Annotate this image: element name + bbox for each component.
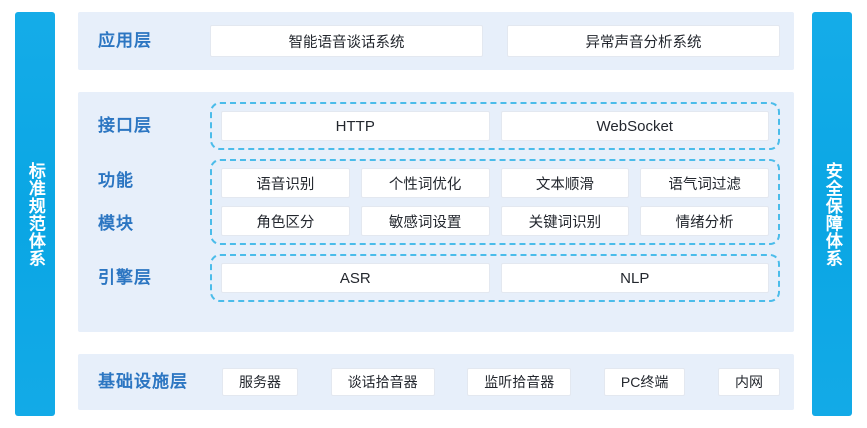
right-vertical-bar-label: 安全保障体系 <box>822 161 842 267</box>
function-module-block: 功能 模块 语音识别 个性词优化 文本顺滑 语气词过滤 角色区分 敏感词设置 关… <box>98 159 780 245</box>
application-item-smart-voice-interview-system[interactable]: 智能语音谈话系统 <box>210 25 483 57</box>
infrastructure-layer-items: 服务器 谈话拾音器 监听拾音器 PC终端 内网 <box>222 368 780 396</box>
function-module-label-line2: 模块 <box>98 214 134 233</box>
interface-item-http[interactable]: HTTP <box>221 111 490 141</box>
infrastructure-layer-row: 基础设施层 服务器 谈话拾音器 监听拾音器 PC终端 内网 <box>78 354 794 410</box>
function-item-speech-recognition[interactable]: 语音识别 <box>221 168 350 198</box>
engine-item-nlp[interactable]: NLP <box>500 263 769 293</box>
function-item-role-differentiation[interactable]: 角色区分 <box>221 206 350 236</box>
function-item-emotion-analysis[interactable]: 情绪分析 <box>640 206 769 236</box>
interface-item-websocket[interactable]: WebSocket <box>500 111 769 141</box>
infrastructure-item-interview-microphone[interactable]: 谈话拾音器 <box>330 368 435 396</box>
engine-layer-block: 引擎层 ASR NLP <box>98 254 780 302</box>
function-module-label-line1: 功能 <box>98 170 134 190</box>
platform-layer-grid: 接口层 HTTP WebSocket 功能 模块 语音识别 <box>78 92 794 332</box>
function-module-row-2: 角色区分 敏感词设置 关键词识别 情绪分析 <box>221 206 769 236</box>
application-layer-row: 应用层 智能语音谈话系统 异常声音分析系统 <box>78 12 794 70</box>
platform-layer-panel: 接口层 HTTP WebSocket 功能 模块 语音识别 <box>78 92 794 332</box>
infrastructure-item-monitoring-microphone[interactable]: 监听拾音器 <box>467 368 572 396</box>
function-item-sensitive-word-setting[interactable]: 敏感词设置 <box>360 206 490 236</box>
engine-layer-row: ASR NLP <box>221 263 769 293</box>
interface-layer-label: 接口层 <box>98 116 152 136</box>
left-vertical-bar-label: 标准规范体系 <box>25 161 45 267</box>
function-item-personalized-word-optimization[interactable]: 个性词优化 <box>360 168 490 198</box>
interface-layer-row: HTTP WebSocket <box>221 111 769 141</box>
interface-layer-dashed-container: HTTP WebSocket <box>210 102 780 150</box>
infrastructure-layer-panel: 基础设施层 服务器 谈话拾音器 监听拾音器 PC终端 内网 <box>78 354 794 410</box>
interface-layer-label-column: 接口层 <box>98 115 210 136</box>
infrastructure-item-pc-terminal[interactable]: PC终端 <box>603 368 686 396</box>
left-vertical-bar-standard-system: 标准规范体系 <box>15 12 55 416</box>
infrastructure-item-intranet[interactable]: 内网 <box>717 368 780 396</box>
interface-layer-block: 接口层 HTTP WebSocket <box>98 102 780 150</box>
application-layer-panel: 应用层 智能语音谈话系统 异常声音分析系统 <box>78 12 794 70</box>
right-vertical-bar-security-system: 安全保障体系 <box>812 12 852 416</box>
function-item-text-smoothing[interactable]: 文本顺滑 <box>500 168 630 198</box>
function-module-row-1: 语音识别 个性词优化 文本顺滑 语气词过滤 <box>221 168 769 198</box>
application-item-abnormal-sound-analysis-system[interactable]: 异常声音分析系统 <box>507 25 780 57</box>
engine-layer-dashed-container: ASR NLP <box>210 254 780 302</box>
application-layer-label: 应用层 <box>98 31 152 51</box>
engine-layer-label: 引擎层 <box>98 268 152 288</box>
infrastructure-layer-label: 基础设施层 <box>98 372 188 392</box>
application-layer-items: 智能语音谈话系统 异常声音分析系统 <box>210 25 780 57</box>
function-module-label-column: 功能 模块 <box>98 160 210 244</box>
function-module-dashed-container: 语音识别 个性词优化 文本顺滑 语气词过滤 角色区分 敏感词设置 关键词识别 情… <box>210 159 780 245</box>
function-item-modal-particle-filtering[interactable]: 语气词过滤 <box>640 168 769 198</box>
engine-item-asr[interactable]: ASR <box>221 263 490 293</box>
engine-layer-label-column: 引擎层 <box>98 267 210 288</box>
infrastructure-item-server[interactable]: 服务器 <box>222 368 298 396</box>
function-item-keyword-recognition[interactable]: 关键词识别 <box>500 206 630 236</box>
